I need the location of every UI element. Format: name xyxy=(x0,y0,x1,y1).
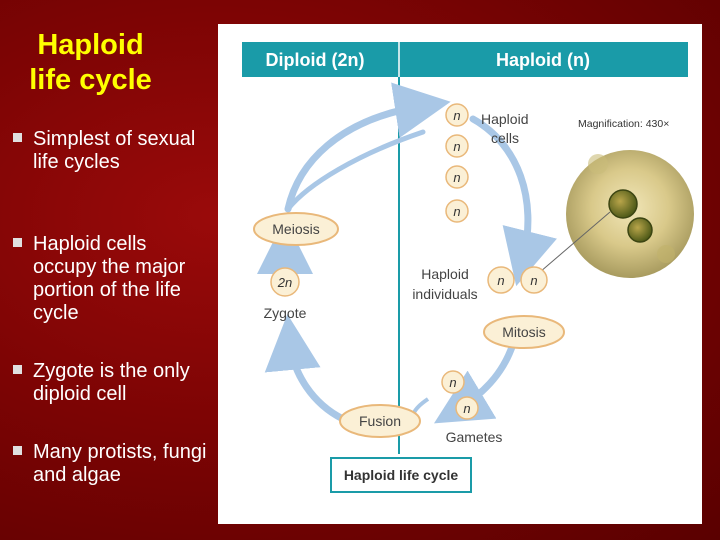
title-line-1: Haploid xyxy=(37,29,144,61)
zygote-cell-icon xyxy=(270,267,300,297)
gametes-label: Gametes xyxy=(446,429,503,445)
fusion-label: Fusion xyxy=(359,413,401,429)
header-haploid: Haploid (n) xyxy=(496,50,590,70)
n-label: n xyxy=(453,108,460,123)
n-cell-icon xyxy=(445,103,469,127)
square-bullet-icon xyxy=(13,365,22,374)
haploid-cells-label-line1: Haploid xyxy=(481,111,528,127)
life-cycle-figure: Diploid (2n) Haploid (n) Magnification: … xyxy=(218,24,702,524)
n-individual-icon xyxy=(487,266,515,294)
zygote-label: Zygote xyxy=(264,305,307,321)
haploid-cells-group: n n n n xyxy=(445,103,469,223)
haploid-individuals-line2: individuals xyxy=(412,286,477,302)
n-label: n xyxy=(530,273,537,288)
algae-cell-icon xyxy=(608,189,638,219)
mitosis-label: Mitosis xyxy=(502,324,546,340)
haploid-individuals-line1: Haploid xyxy=(421,266,468,282)
n-label: n xyxy=(463,401,470,416)
mitosis-oval xyxy=(483,315,565,349)
n-label: n xyxy=(453,170,460,185)
bullet-text: Many protists, fungi and algae xyxy=(33,441,207,486)
algae-cell-icon xyxy=(627,217,653,243)
n-label: n xyxy=(497,273,504,288)
life-cycle-diagram: Diploid (2n) Haploid (n) Magnification: … xyxy=(242,42,694,493)
bullet-text: Simplest of sexual life cycles xyxy=(33,128,196,173)
magnification-label: Magnification: 430× xyxy=(578,118,669,130)
two-n-label: 2n xyxy=(277,275,292,290)
bullet-text: Zygote is the only diploid cell xyxy=(33,360,190,405)
haploid-cells-label-line2: cells xyxy=(491,130,519,146)
header-diploid: Diploid (2n) xyxy=(266,50,365,70)
n-cell-icon xyxy=(445,199,469,223)
n-label: n xyxy=(449,375,456,390)
n-label: n xyxy=(453,139,460,154)
blur-cell-icon xyxy=(588,154,608,174)
arrow-fusion-to-zygote xyxy=(264,314,347,423)
meiosis-label: Meiosis xyxy=(272,221,319,237)
meiosis-oval xyxy=(253,212,339,246)
square-bullet-icon xyxy=(13,133,22,142)
n-gamete-icon xyxy=(441,370,465,394)
slide-title: Haploid life cycle xyxy=(8,28,173,98)
cycle-label: Haploid life cycle xyxy=(344,467,459,483)
n-cell-icon xyxy=(445,134,469,158)
n-individual-icon xyxy=(520,266,548,294)
title-line-2: life cycle xyxy=(29,64,152,96)
pointer-line xyxy=(539,211,611,273)
n-label: n xyxy=(453,204,460,219)
cycle-arrows xyxy=(257,82,557,424)
arrow-meiosis-to-cells xyxy=(284,82,451,213)
n-gamete-icon xyxy=(455,396,479,420)
square-bullet-icon xyxy=(13,238,22,247)
cycle-label-box xyxy=(330,457,472,493)
fusion-oval xyxy=(339,404,421,438)
arrow-meiosis-branch xyxy=(285,129,426,212)
bullet-text: Haploid cells occupy the major portion o… xyxy=(33,233,186,324)
n-cell-icon xyxy=(445,165,469,189)
arrow-cells-to-individuals xyxy=(469,115,557,287)
blur-cell-icon xyxy=(657,245,675,263)
header-bar xyxy=(242,42,688,77)
square-bullet-icon xyxy=(13,446,22,455)
